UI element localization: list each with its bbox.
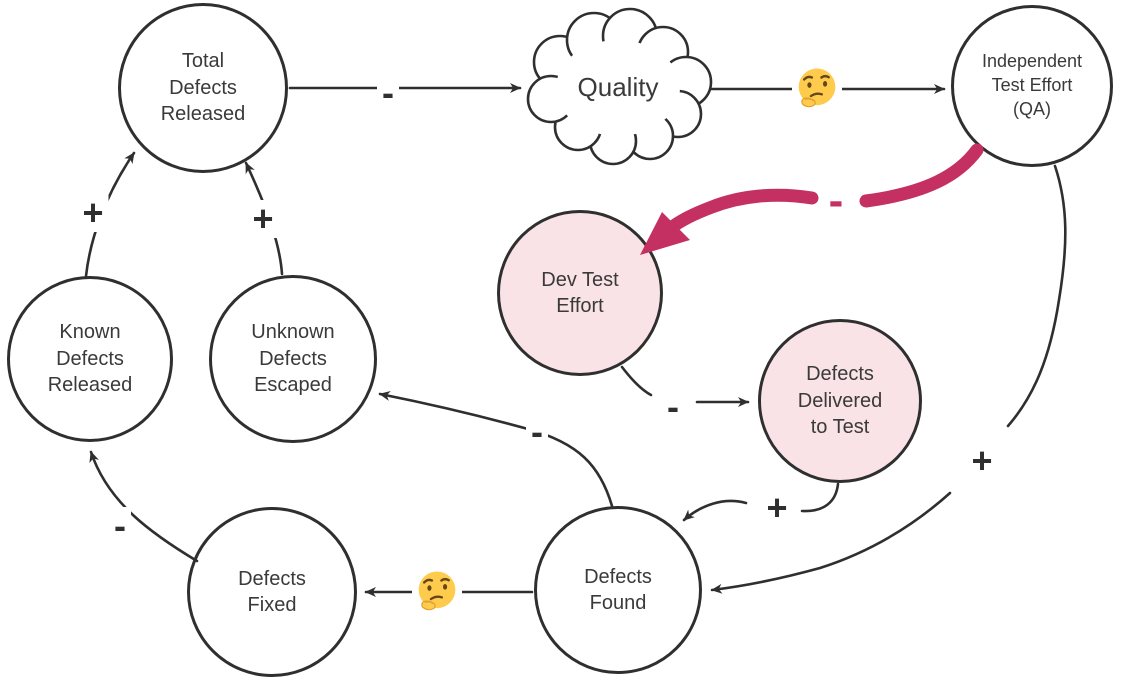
sign-found-to-unknown: - [526, 413, 548, 451]
edge-fixed-to-known [89, 450, 199, 563]
node-label: Defects Delivered to Test [797, 363, 883, 439]
edge-dev-test-to-delivered [620, 365, 748, 402]
node-label: Unknown Defects Escaped [251, 321, 335, 397]
sign-delivered-to-found: + [761, 489, 793, 527]
edge-qa-to-dev-test-left-segment [664, 188, 819, 235]
edge-qa-to-dev-test-right-segment [859, 143, 984, 208]
node-unknown-defects-escaped: Unknown Defects Escaped [209, 275, 377, 443]
node-label: Defects Fixed [238, 567, 306, 616]
sign-qa-to-found: + [966, 442, 998, 480]
node-independent-test-effort: Independent Test Effort (QA) [951, 5, 1113, 167]
node-label: Total Defects Released [160, 50, 246, 126]
thinking-emoji-found-to-fixed [412, 567, 462, 615]
node-label: Defects Found [584, 565, 652, 614]
sign-dev-test-to-delivered: - [662, 388, 684, 426]
edge-found-to-unknown [378, 391, 614, 508]
node-defects-found: Defects Found [534, 506, 702, 674]
sign-known-to-total: + [77, 194, 109, 232]
sign-total-to-quality: - [377, 74, 399, 112]
node-defects-fixed: Defects Fixed [187, 507, 357, 677]
node-known-defects-released: Known Defects Released [7, 276, 173, 442]
node-label: Dev Test Effort [541, 268, 619, 317]
thinking-face-icon [798, 68, 836, 108]
node-label: Known Defects Released [47, 321, 133, 397]
node-total-defects-released: Total Defects Released [118, 3, 288, 173]
sign-unknown-to-total: + [247, 200, 279, 238]
thinking-emoji-quality-to-qa [792, 64, 842, 112]
sign-fixed-to-known: - [109, 507, 131, 545]
node-dev-test-effort: Dev Test Effort [497, 210, 663, 376]
node-label: Independent Test Effort (QA) [981, 51, 1083, 119]
node-quality-label: Quality [577, 72, 659, 102]
sign-qa-to-dev-test: - [820, 178, 852, 224]
thinking-face-icon [418, 571, 456, 611]
node-defects-delivered-to-test: Defects Delivered to Test [758, 319, 922, 483]
